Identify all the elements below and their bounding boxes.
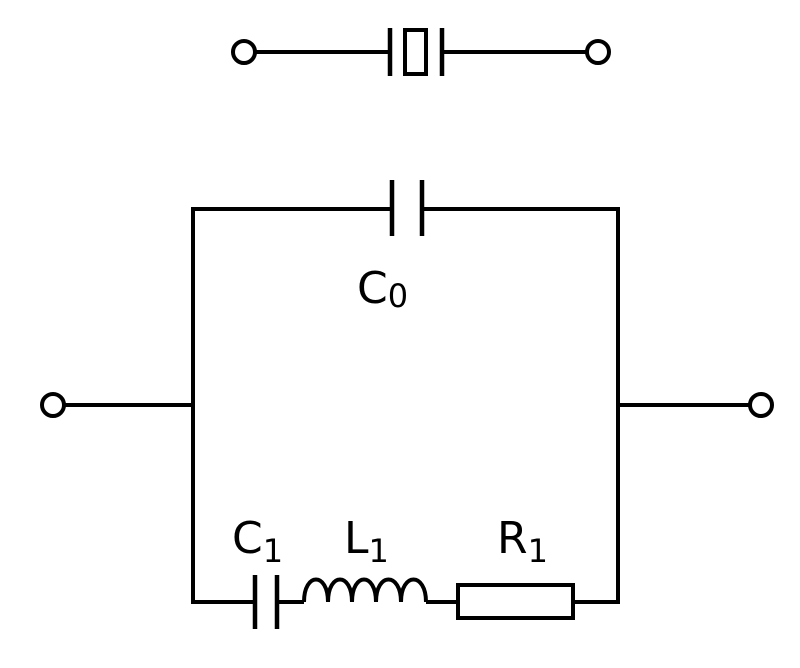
- crystal-body: [403, 28, 428, 76]
- circuit-wiring: [40, 207, 774, 604]
- resistor-body: [456, 583, 575, 620]
- label-c1: C1: [232, 513, 283, 570]
- label-l1: L1: [344, 513, 389, 570]
- label-c0: C0: [357, 263, 408, 315]
- crystal-right-terminal: [585, 39, 611, 65]
- label-r1: R1: [497, 513, 548, 570]
- input-terminal: [40, 392, 66, 418]
- inductor-l1: [302, 577, 428, 603]
- capacitor-c0: [389, 180, 425, 236]
- inductor-coil: [302, 577, 428, 603]
- resistor-r1: [456, 583, 575, 620]
- crystal-left-terminal: [231, 39, 257, 65]
- capacitor-c1: [252, 575, 280, 629]
- crystal-symbol: [231, 28, 611, 76]
- output-terminal: [748, 392, 774, 418]
